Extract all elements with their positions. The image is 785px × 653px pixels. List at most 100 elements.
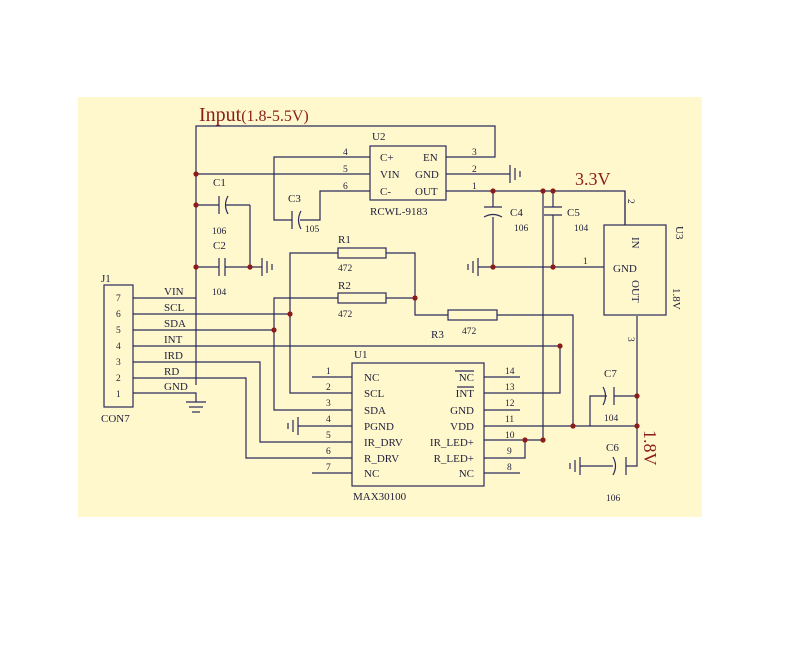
j1-pin-7: 7 <box>116 294 121 304</box>
ground-symbol-c2 <box>261 258 273 276</box>
c4-ref: C4 <box>510 207 523 219</box>
resistor-r1: R1 472 <box>337 234 387 274</box>
u2-pin-num-1: 1 <box>472 182 477 192</box>
u3-pin-num-3: 3 <box>625 337 635 342</box>
c6-value: 106 <box>606 494 621 504</box>
capacitor-c2: C2 104 <box>212 240 227 298</box>
net-int: INT <box>164 334 183 346</box>
u2-pin-name-en: EN <box>423 152 438 164</box>
u1-pin-num-11: 11 <box>505 415 514 425</box>
j1-pin-3: 3 <box>116 358 121 368</box>
u1-pin-name-5: IR_DRV <box>364 437 403 449</box>
u3-pin-gnd: GND <box>613 263 637 275</box>
u1-pin-name-4: PGND <box>364 421 394 433</box>
j1-pin-2: 2 <box>116 374 121 384</box>
u1-pin-name-12: GND <box>450 405 474 417</box>
u2-pin-name-cplus: C+ <box>380 152 394 164</box>
u1-pin-num-9: 9 <box>507 447 512 457</box>
ground-symbol-c6 <box>569 457 581 475</box>
net-rd: RD <box>164 366 179 378</box>
wires <box>133 125 638 474</box>
j1-pin-6: 6 <box>116 310 121 320</box>
j1-pin-4: 4 <box>116 342 121 352</box>
u2-pin-num-4: 4 <box>343 148 348 158</box>
resistor-r2: R2 472 <box>337 280 387 320</box>
u1-ref: U1 <box>354 349 367 361</box>
j1-pin-1: 1 <box>116 390 121 400</box>
u3-ref: U3 <box>673 226 685 240</box>
u3-pin-num-2: 2 <box>625 199 635 204</box>
u2-pin-num-2: 2 <box>472 165 477 175</box>
u2-pin-num-6: 6 <box>343 182 348 192</box>
c2-ref: C2 <box>213 240 226 252</box>
ground-symbol-c4 <box>467 258 479 276</box>
net-scl: SCL <box>164 302 184 314</box>
c7-ref: C7 <box>604 368 617 380</box>
u2-pin-name-vin: VIN <box>380 169 400 181</box>
c5-ref: C5 <box>567 207 580 219</box>
v18-label: 1.8V <box>640 430 660 466</box>
c1-value: 106 <box>212 227 227 237</box>
r1-value: 472 <box>338 264 353 274</box>
capacitor-c5: C5 104 <box>544 206 589 234</box>
u1-pin-name-11: VDD <box>450 421 474 433</box>
j1-pin-5: 5 <box>116 326 121 336</box>
c6-ref: C6 <box>606 442 619 454</box>
u2-ref: U2 <box>372 131 385 143</box>
v33-label: 3.3V <box>575 169 611 189</box>
u1-pin-num-10: 10 <box>505 431 515 441</box>
r3-ref: R3 <box>431 329 444 341</box>
net-sda: SDA <box>164 318 186 330</box>
u1-pin-name-13: INT <box>456 388 475 400</box>
junction-dots <box>193 171 640 443</box>
c4-value: 106 <box>514 224 529 234</box>
j1-ref: J1 <box>101 273 111 285</box>
c1-ref: C1 <box>213 177 226 189</box>
r2-value: 472 <box>338 310 353 320</box>
net-gnd: GND <box>164 381 188 393</box>
u1-pin-num-1: 1 <box>326 367 331 377</box>
u1-pin-num-7: 7 <box>326 463 331 473</box>
j1-connector: J1 CON7 7 6 5 4 3 2 1 VIN SCL SDA INT IR… <box>101 273 188 425</box>
u2-pin-name-gnd: GND <box>415 169 439 181</box>
u3-pin-in: IN <box>629 237 641 249</box>
input-label: Input(1.8-5.5V) <box>199 104 309 126</box>
u2-pin-name-out: OUT <box>415 186 438 198</box>
u1-pin-num-5: 5 <box>326 431 331 441</box>
u1-pin-num-4: 4 <box>326 415 331 425</box>
ground-symbol-pgnd <box>287 417 299 435</box>
u1-pin-name-7: NC <box>364 468 379 480</box>
net-vin: VIN <box>164 286 184 298</box>
ground-symbol-u2 <box>509 165 521 183</box>
u2-chip: U2 RCWL-9183 C+ VIN C- EN GND OUT 4 5 6 … <box>343 131 477 218</box>
u2-pin-num-5: 5 <box>343 165 348 175</box>
capacitor-c4: C4 106 <box>483 206 529 234</box>
j1-name: CON7 <box>101 413 130 425</box>
u2-name: RCWL-9183 <box>370 206 428 218</box>
u1-pin-name-6: R_DRV <box>364 453 399 465</box>
u1-pin-name-3: SDA <box>364 405 386 417</box>
capacitor-c6: C6 106 <box>606 442 627 504</box>
u1-pin-num-3: 3 <box>326 399 331 409</box>
capacitor-c7: C7 104 <box>602 368 619 424</box>
u1-pin-name-1: NC <box>364 372 379 384</box>
c3-value: 105 <box>305 225 320 235</box>
c7-value: 104 <box>604 414 619 424</box>
u3-regulator: U3 IN GND OUT 1.8V 2 1 3 <box>583 191 685 342</box>
u1-pin-name-10: IR_LED+ <box>430 437 474 449</box>
u1-pin-name-8: NC <box>459 468 474 480</box>
u1-name: MAX30100 <box>353 491 407 503</box>
u1-pin-num-2: 2 <box>326 383 331 393</box>
r2-ref: R2 <box>338 280 351 292</box>
u1-chip: U1 MAX30100 NC SCL SDA PGND IR_DRV R_DRV… <box>326 349 515 503</box>
ground-symbol-j1 <box>186 401 206 413</box>
u2-pin-name-cminus: C- <box>380 186 391 198</box>
u2-pin-num-3: 3 <box>472 148 477 158</box>
c2-value: 104 <box>212 288 227 298</box>
u3-pin-out: OUT <box>629 280 641 303</box>
resistor-r3: R3 472 <box>431 309 498 341</box>
u1-pin-name-9: R_LED+ <box>434 453 474 465</box>
u1-pin-num-13: 13 <box>505 383 515 393</box>
c3-ref: C3 <box>288 193 301 205</box>
